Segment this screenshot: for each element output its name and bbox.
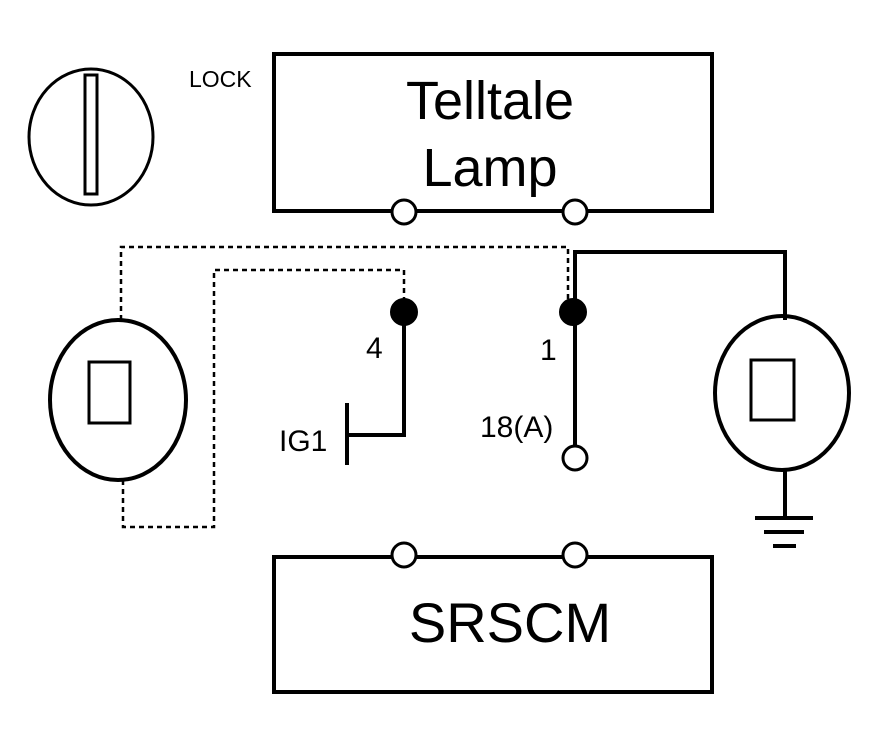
telltale-terminal-right <box>561 198 589 226</box>
srscm-box: SRSCM <box>272 555 714 694</box>
dashed-wiring <box>119 245 570 529</box>
lock-label: LOCK <box>189 66 252 92</box>
srscm-title: SRSCM <box>409 591 611 654</box>
telltale-lamp-title-line2: Lamp <box>422 138 557 198</box>
telltale-lamp-box: Telltale Lamp <box>272 52 714 213</box>
terminal-18a <box>561 444 589 472</box>
telltale-terminal-left <box>390 198 418 226</box>
srscm-terminal-right <box>561 541 589 569</box>
pin-18a-label: 18(A) <box>480 411 553 444</box>
pin-1-label: 1 <box>540 334 557 367</box>
telltale-lamp-title-line1: Telltale <box>406 71 574 131</box>
solid-wiring <box>345 250 787 520</box>
srscm-terminal-left <box>390 541 418 569</box>
ig1-label: IG1 <box>279 425 327 458</box>
right-sensor-icon <box>713 314 851 472</box>
left-sensor-icon <box>48 318 188 482</box>
junction-node-4 <box>390 298 418 326</box>
junction-node-1 <box>559 298 587 326</box>
ignition-key-icon <box>27 67 155 207</box>
pin-4-label: 4 <box>366 332 383 365</box>
ground-icon <box>755 516 813 548</box>
